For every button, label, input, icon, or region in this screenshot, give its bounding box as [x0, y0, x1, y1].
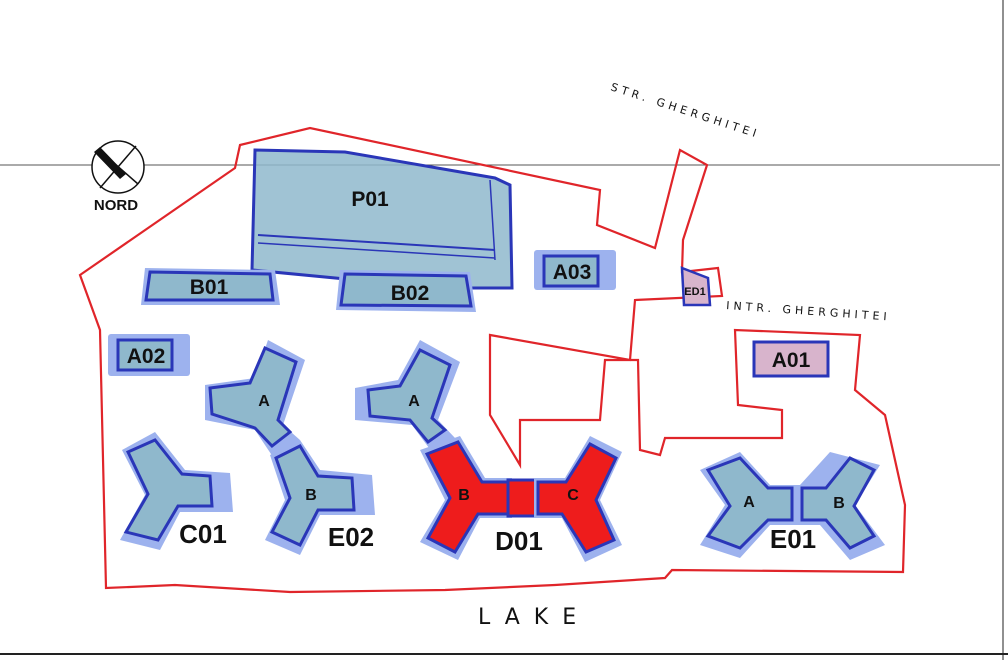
- site-boundary: [78, 126, 907, 594]
- building-label-b01: B01: [190, 276, 229, 299]
- wing-label-d01-a: A: [408, 393, 420, 410]
- building-label-a01: A01: [772, 349, 811, 372]
- building-label-p01: P01: [351, 188, 389, 211]
- wing-label-d01-b: B: [458, 487, 470, 504]
- building-b02[interactable]: B02: [336, 270, 476, 312]
- wing-label-e02-a: A: [258, 393, 270, 410]
- building-label-d01: D01: [495, 526, 543, 556]
- building-a01[interactable]: A01: [752, 340, 830, 378]
- street-label-str: STR. GHERGHITEI: [609, 80, 762, 141]
- building-b01[interactable]: B01: [141, 268, 280, 305]
- building-p01[interactable]: P01: [250, 148, 514, 290]
- wing-label-e01-b: B: [833, 495, 845, 512]
- building-c01[interactable]: C01: [120, 432, 233, 550]
- building-label-b02: B02: [391, 282, 430, 305]
- lake-label: LAKE: [478, 605, 590, 630]
- building-d01[interactable]: A B C D01: [355, 340, 622, 562]
- building-a02[interactable]: A02: [108, 334, 190, 376]
- building-label-ed1: ED1: [684, 286, 705, 298]
- street-label-intr: INTR. GHERGHITEI: [726, 299, 891, 323]
- building-ed1[interactable]: ED1: [680, 266, 712, 307]
- building-label-c01: C01: [179, 519, 227, 549]
- building-e01[interactable]: A B E01: [700, 452, 885, 560]
- building-label-a02: A02: [127, 345, 166, 368]
- building-label-e02: E02: [328, 522, 374, 552]
- building-label-a03: A03: [553, 261, 592, 284]
- wing-label-e02-b: B: [305, 487, 317, 504]
- building-label-e01: E01: [770, 524, 816, 554]
- north-arrow-icon: [91, 140, 145, 194]
- building-a03[interactable]: A03: [534, 250, 616, 290]
- wing-label-e01-a: A: [743, 494, 755, 511]
- wing-label-d01-c: C: [567, 487, 579, 504]
- compass-label: NORD: [94, 197, 138, 214]
- building-e02[interactable]: A B E02: [205, 340, 375, 555]
